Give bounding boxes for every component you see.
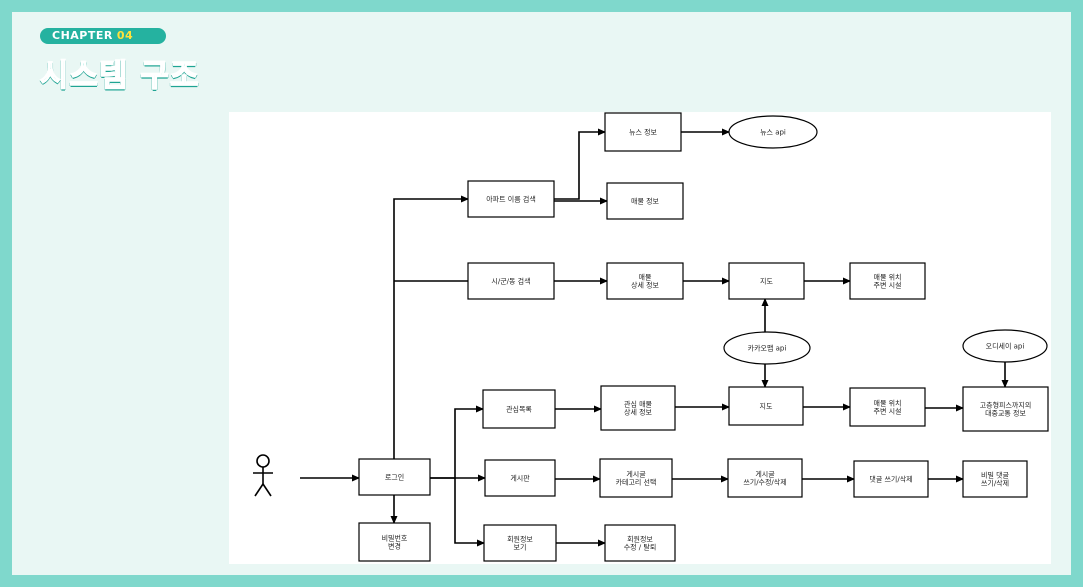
node-label: 회원정보 xyxy=(627,535,653,544)
node-news-info: 뉴스 정보 xyxy=(604,112,682,152)
node-label: 매물 위치 xyxy=(874,273,902,282)
node-label: 관심 매물 xyxy=(624,400,653,409)
node-label: 매물 xyxy=(639,274,652,282)
node-label: 회원정보 xyxy=(507,535,533,544)
chapter-number: 04 xyxy=(116,29,134,42)
node-label: 상세 정보 xyxy=(631,281,660,290)
node-label: 카카오맵 api xyxy=(748,344,787,353)
node-label: 시/군/동 검색 xyxy=(491,277,530,286)
node-label: 비밀 댓글 xyxy=(981,471,1010,480)
node-label: 뉴스 api xyxy=(760,129,786,137)
node-label: 쓰기/삭제 xyxy=(981,479,1009,488)
node-label: 매물 정보 xyxy=(631,197,660,206)
node-label: 지도 xyxy=(760,277,773,286)
node-apt-search: 아파트 이름 검색 xyxy=(467,180,555,218)
node-label: 상세 정보 xyxy=(624,408,653,417)
node-label: 매물 위치 xyxy=(874,399,902,408)
node-board: 게시판 xyxy=(484,459,556,497)
user-actor-icon xyxy=(253,454,273,497)
node-label: 고층형피스까지의 xyxy=(980,401,1032,410)
node-label: 주변 시설 xyxy=(874,408,902,416)
node-label: 카테고리 선택 xyxy=(616,478,657,487)
node-odsay-api: 오디세이 api xyxy=(962,329,1048,363)
node-map2: 지도 xyxy=(728,386,804,426)
node-label: 게시글 xyxy=(755,470,775,479)
node-label: 비밀번호 xyxy=(382,534,408,543)
node-label: 지도 xyxy=(760,402,773,411)
edge-7 xyxy=(554,128,606,200)
node-region-search: 시/군/동 검색 xyxy=(467,262,555,300)
node-listing-info: 매물 정보 xyxy=(606,182,684,220)
edge-4 xyxy=(430,405,484,479)
node-label: 로그인 xyxy=(385,473,404,482)
node-label: 대중교통 정보 xyxy=(985,409,1026,418)
node-label: 주변 시설 xyxy=(874,282,902,290)
node-label: 오디세이 api xyxy=(986,342,1025,351)
node-map1: 지도 xyxy=(728,262,805,300)
edge-2 xyxy=(393,195,469,459)
node-label: 쓰기/수정/삭제 xyxy=(743,478,786,487)
node-login: 로그인 xyxy=(358,458,431,496)
node-label: 게시판 xyxy=(510,474,530,483)
node-interest-list: 관심목록 xyxy=(482,389,556,429)
node-comment-crud: 댓글 쓰기/삭제 xyxy=(853,460,929,498)
node-label: 변경 xyxy=(388,542,401,551)
node-label: 수정 / 탈퇴 xyxy=(624,543,657,552)
node-kakao-api: 카카오맵 api xyxy=(723,331,811,365)
chapter-label: CHAPTER xyxy=(52,29,113,42)
node-label: 댓글 쓰기/삭제 xyxy=(869,475,912,484)
node-label: 보기 xyxy=(514,543,527,552)
page-title: 시스템 구조 xyxy=(39,57,200,95)
edge-6 xyxy=(454,478,485,547)
node-label: 관심목록 xyxy=(506,405,532,414)
node-news-api: 뉴스 api xyxy=(728,115,818,149)
node-label: 아파트 이름 검색 xyxy=(486,195,536,204)
node-label: 뉴스 정보 xyxy=(629,128,658,137)
node-label: 게시글 xyxy=(626,470,646,479)
